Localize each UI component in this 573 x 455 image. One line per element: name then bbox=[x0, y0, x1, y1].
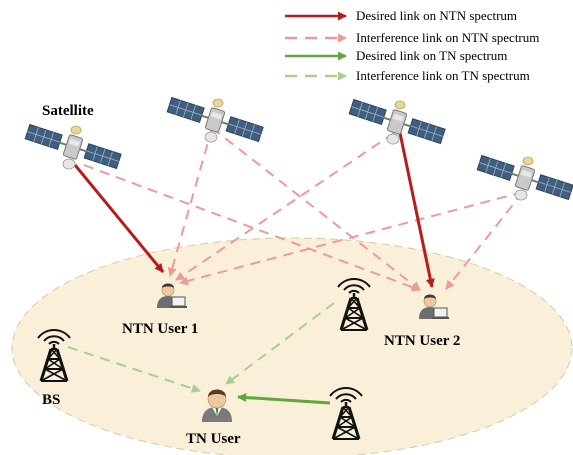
satellite-icon bbox=[22, 120, 124, 174]
ntn-interference-link bbox=[83, 164, 421, 292]
legend-item-tn-interference: Interference link on TN spectrum bbox=[285, 68, 530, 83]
ntn-user-2-label: NTN User 2 bbox=[384, 333, 460, 349]
ntn-interference-link bbox=[179, 191, 524, 286]
ntn-desired-link bbox=[73, 164, 165, 273]
satellite-icon bbox=[164, 93, 266, 147]
tn-desired-link bbox=[237, 393, 331, 405]
legend-item-ntn-desired: Desired link on NTN spectrum bbox=[285, 8, 517, 23]
legend-label: Interference link on NTN spectrum bbox=[356, 30, 539, 45]
legend-label: Interference link on TN spectrum bbox=[356, 68, 530, 83]
tn-interference-link bbox=[67, 346, 201, 393]
bs-label: BS bbox=[42, 392, 60, 408]
ntn-desired-link bbox=[398, 132, 435, 288]
tn-user-label: TN User bbox=[186, 431, 241, 447]
ntn-interference-links bbox=[83, 127, 524, 292]
ntn-desired-links bbox=[73, 132, 435, 288]
legend-item-tn-desired: Desired link on TN spectrum bbox=[285, 48, 507, 63]
satellite-icon bbox=[474, 151, 573, 205]
legend-label: Desired link on TN spectrum bbox=[356, 48, 507, 63]
ntn-interference-link bbox=[175, 132, 395, 281]
ntn-interference-link bbox=[445, 191, 524, 290]
legend: Desired link on NTN spectrum Interferenc… bbox=[285, 8, 539, 83]
ntn-interference-link bbox=[167, 127, 213, 277]
legend-item-ntn-interference: Interference link on NTN spectrum bbox=[285, 30, 539, 45]
legend-label: Desired link on NTN spectrum bbox=[356, 8, 517, 23]
ntn-interference-link bbox=[211, 127, 421, 291]
ground-area bbox=[11, 237, 573, 455]
ntn-user-1-label: NTN User 1 bbox=[122, 321, 198, 337]
satellite-label: Satellite bbox=[42, 103, 94, 119]
satellite-icon bbox=[346, 95, 448, 149]
tn-interference-link bbox=[225, 302, 335, 385]
tn-interference-links bbox=[67, 302, 335, 393]
